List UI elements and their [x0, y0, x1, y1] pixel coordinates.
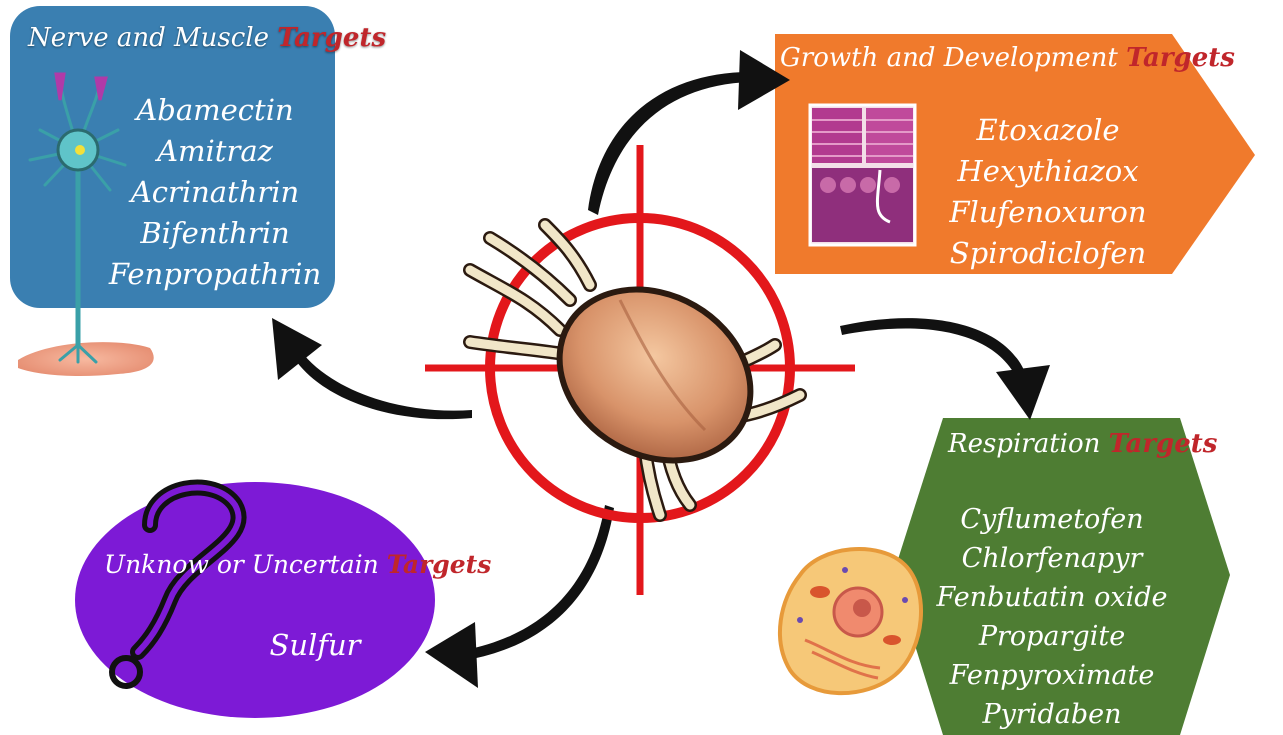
growth-target-item: Flufenoxuron: [948, 195, 1146, 229]
unknown-panel-title-highlight: Targets: [387, 550, 492, 579]
nerve-panel-title: Nerve and Muscle Targets: [27, 23, 386, 53]
respiration-target-item: Fenbutatin oxide: [935, 582, 1167, 613]
nerve-panel-title-highlight: Targets: [277, 23, 386, 53]
respiration-panel-title: Respiration Targets: [947, 429, 1218, 459]
respiration-target-item: Cyflumetofen: [960, 504, 1143, 535]
respiration-target-item: Propargite: [978, 621, 1125, 652]
unknown-target-item: Sulfur: [269, 628, 362, 662]
muscle-fiber-icon: [18, 342, 154, 376]
unknown-panel-title: Unknow or Uncertain Targets: [104, 550, 491, 579]
nerve-target-item: Acrinathrin: [128, 175, 299, 209]
growth-target-item: Hexythiazox: [956, 154, 1138, 188]
arrow-to-respiration: [840, 318, 1050, 420]
nerve-target-item: Amitraz: [154, 134, 274, 168]
cell-icon: [780, 549, 921, 693]
unknown-panel: Unknow or Uncertain Targets Sulfur: [75, 482, 491, 718]
growth-target-item: Spirodiclofen: [950, 236, 1146, 270]
respiration-target-item: Pyridaben: [982, 699, 1122, 730]
nerve-target-item: Bifenthrin: [139, 216, 289, 250]
growth-panel-title: Growth and Development Targets: [780, 43, 1235, 73]
tissue-section-icon: [810, 105, 915, 245]
nerve-target-item: Abamectin: [133, 93, 293, 127]
respiration-panel: Respiration Targets CyflumetofenChlorfen…: [780, 418, 1230, 735]
nerve-panel: Nerve and Muscle Targets AbamectinAmitra…: [10, 6, 386, 376]
growth-target-item: Etoxazole: [975, 113, 1119, 147]
respiration-target-item: Chlorfenapyr: [962, 543, 1145, 574]
nerve-target-list: AbamectinAmitrazAcrinathrinBifenthrinFen…: [108, 93, 321, 291]
respiration-panel-title-highlight: Targets: [1109, 429, 1218, 459]
nerve-target-item: Fenpropathrin: [108, 257, 321, 291]
unknown-target-list: Sulfur: [269, 628, 362, 662]
growth-panel-title-highlight: Targets: [1126, 43, 1235, 73]
respiration-target-item: Fenpyroximate: [949, 660, 1155, 691]
growth-panel: Growth and Development Targets Etoxazole…: [775, 34, 1255, 274]
arrow-to-growth: [588, 50, 790, 215]
arrow-to-unknown: [425, 505, 614, 688]
